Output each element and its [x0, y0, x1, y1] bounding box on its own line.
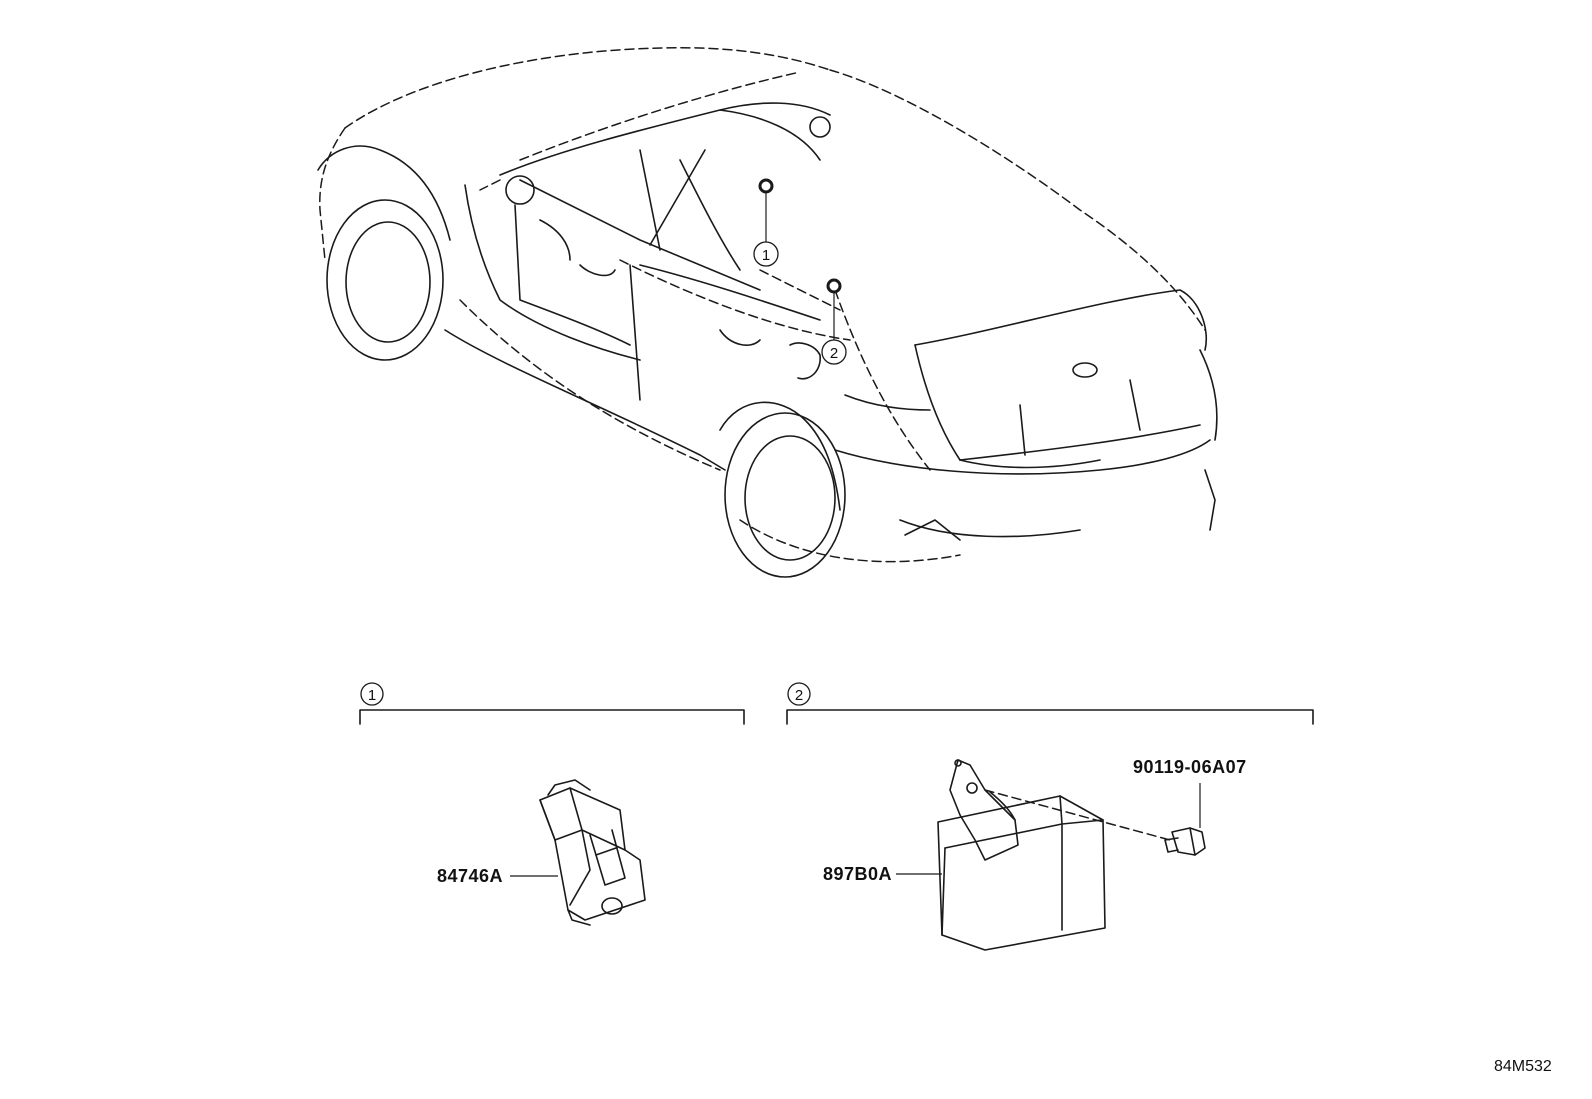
control-module-icon	[937, 759, 1106, 951]
bolt-icon	[984, 783, 1206, 856]
group-1-number: 1	[368, 687, 376, 704]
callout-1-on-car: 1	[753, 178, 779, 267]
car-illustration	[317, 47, 1218, 578]
callout-2-on-car: 2	[821, 278, 847, 365]
part-897B0A-label: 897B0A	[823, 864, 892, 884]
part-90119-06A07-label: 90119-06A07	[1133, 757, 1247, 777]
group-1-bracket	[359, 709, 745, 725]
part-84746A-label: 84746A	[437, 866, 503, 886]
diagram-code: 84M532	[1494, 1058, 1552, 1075]
switch-part-icon	[539, 779, 646, 926]
callout-1-number: 1	[762, 247, 770, 264]
group-2: 2 897B0A 90119-06A07	[786, 682, 1314, 951]
callout-2-number: 2	[830, 345, 838, 362]
group-2-number: 2	[795, 687, 803, 704]
group-1: 1 84746A	[359, 682, 745, 926]
group-2-bracket	[786, 709, 1314, 725]
